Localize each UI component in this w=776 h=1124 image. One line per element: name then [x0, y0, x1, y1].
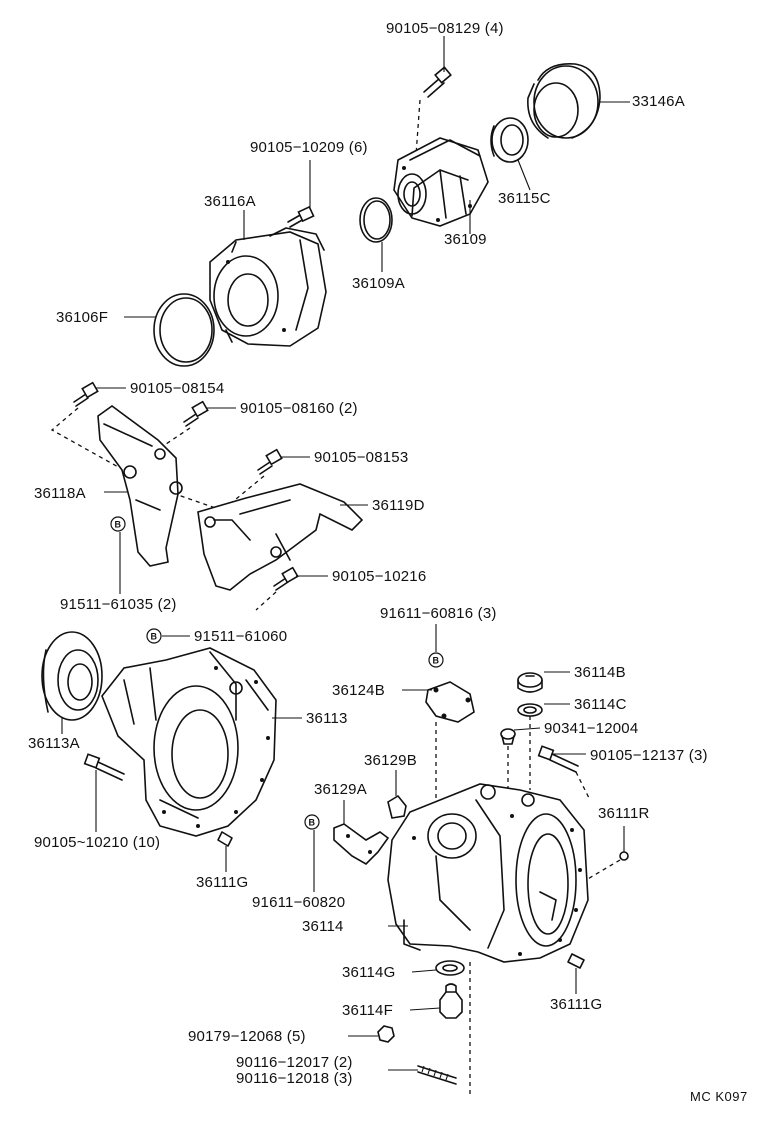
label-36113A: 36113A: [28, 735, 80, 752]
label-91511-61060: 91511−61060: [194, 628, 288, 645]
pin-36111R-drawing: [619, 851, 629, 861]
label-36111G-left: 36111G: [196, 874, 249, 891]
label-91611-60820: 91611−60820: [252, 894, 346, 911]
svg-text:B: B: [115, 520, 122, 530]
b-mark-91511-61060: B: [146, 628, 162, 644]
bolt-90105-10209-drawing: [287, 205, 315, 228]
svg-text:B: B: [309, 818, 316, 828]
leader-36115C: [517, 159, 531, 191]
label-90105-10209: 90105−10209 (6): [250, 139, 368, 156]
label-36114B: 36114B: [574, 664, 626, 681]
label-90105-08160: 90105−08160 (2): [240, 400, 358, 417]
case-36114-drawing: [387, 783, 589, 963]
gasket-36114C-drawing: [517, 703, 543, 717]
label-90105-08129: 90105−08129 (4): [386, 20, 504, 37]
label-91511-61035: 91511−61035 (2): [60, 596, 177, 613]
label-36124B: 36124B: [332, 682, 385, 699]
leader-36114G: [411, 969, 437, 973]
label-36114G: 36114G: [342, 964, 396, 981]
bolt-90105-10210-drawing: [83, 753, 125, 781]
label-36116A: 36116A: [204, 193, 256, 210]
seal-36113A-drawing: [41, 631, 103, 721]
stud-90116-drawing: [417, 1065, 457, 1085]
adapter-36109-drawing: [393, 137, 489, 227]
plug-90341-12004-drawing: [500, 728, 516, 745]
dashed-line-10216: [255, 591, 277, 611]
gasket-36114G-drawing: [435, 960, 465, 976]
label-36109: 36109: [444, 231, 487, 248]
b-mark-91611-60816: B: [428, 652, 444, 668]
label-90105-12137: 90105−12137 (3): [590, 747, 708, 764]
svg-text:B: B: [151, 632, 158, 642]
label-90116-12017: 90116−12017 (2): [236, 1054, 353, 1071]
bolt-90105-08154-drawing: [73, 381, 99, 407]
label-36129B: 36129B: [364, 752, 417, 769]
plate-36129A-drawing: [333, 823, 390, 865]
bolt-90105-08129-drawing: [423, 66, 452, 98]
plug-36114B-drawing: [517, 672, 543, 693]
pin-36111G-right-drawing: [567, 953, 585, 969]
label-36113: 36113: [306, 710, 348, 727]
label-33146A: 33146A: [632, 93, 685, 110]
bolt-90105-08160-drawing: [183, 400, 209, 427]
dashed-lines-bracket: [50, 407, 265, 521]
label-36111G-right: 36111G: [550, 996, 603, 1013]
b-mark-91511-61035: B: [110, 516, 126, 532]
label-36111R: 36111R: [598, 805, 650, 822]
case-36116A-drawing: [209, 227, 327, 347]
label-91611-60816: 91611−60816 (3): [380, 605, 497, 622]
label-36129A: 36129A: [314, 781, 367, 798]
plate-36124B-drawing: [425, 681, 475, 723]
bolt-90105-10216-drawing: [273, 566, 299, 591]
plug-36114F-drawing: [439, 983, 463, 1019]
b-mark-91611-60820: B: [304, 814, 320, 830]
label-36114C: 36114C: [574, 696, 627, 713]
bolt-90105-12137-drawing: [537, 745, 579, 773]
nut-90179-12068-drawing: [377, 1025, 395, 1043]
housing-36113-drawing: [101, 647, 277, 837]
label-90105-08153: 90105−08153: [314, 449, 409, 466]
label-36114: 36114: [302, 918, 344, 935]
label-90116-12018: 90116−12018 (3): [236, 1070, 353, 1087]
label-36114F: 36114F: [342, 1002, 393, 1019]
oring-36109A-drawing: [359, 197, 393, 243]
label-36109A: 36109A: [352, 275, 405, 292]
label-36118A: 36118A: [34, 485, 86, 502]
cover-33146A-drawing: [527, 63, 601, 139]
label-36115C: 36115C: [498, 190, 551, 207]
label-90105-08154: 90105−08154: [130, 380, 225, 397]
bracket-36119D-drawing: [197, 483, 364, 591]
label-90105-10216: 90105−10216: [332, 568, 427, 585]
label-36119D: 36119D: [372, 497, 425, 514]
bolt-90105-08153-drawing: [257, 448, 283, 475]
gasket-36106F-drawing: [153, 293, 215, 367]
figure-code: MC K097: [690, 1089, 748, 1104]
seal-36115C-drawing: [490, 117, 529, 163]
svg-text:B: B: [433, 656, 440, 666]
label-90341-12004: 90341−12004: [544, 720, 639, 737]
plug-36129B-drawing: [387, 794, 407, 819]
dashed-line-12137: [575, 771, 591, 801]
label-90105-10210: 90105~10210 (10): [34, 834, 161, 851]
dashed-line-bolt-08129: [415, 99, 421, 156]
leader-36114F: [409, 1007, 441, 1011]
bracket-36118A-drawing: [97, 405, 183, 567]
label-36106F: 36106F: [56, 309, 109, 326]
leader-90341-12004: [513, 727, 541, 731]
label-90179-12068: 90179−12068 (5): [188, 1028, 306, 1045]
pin-36111G-left-drawing: [217, 831, 233, 847]
dashed-line-36111R: [585, 859, 621, 881]
